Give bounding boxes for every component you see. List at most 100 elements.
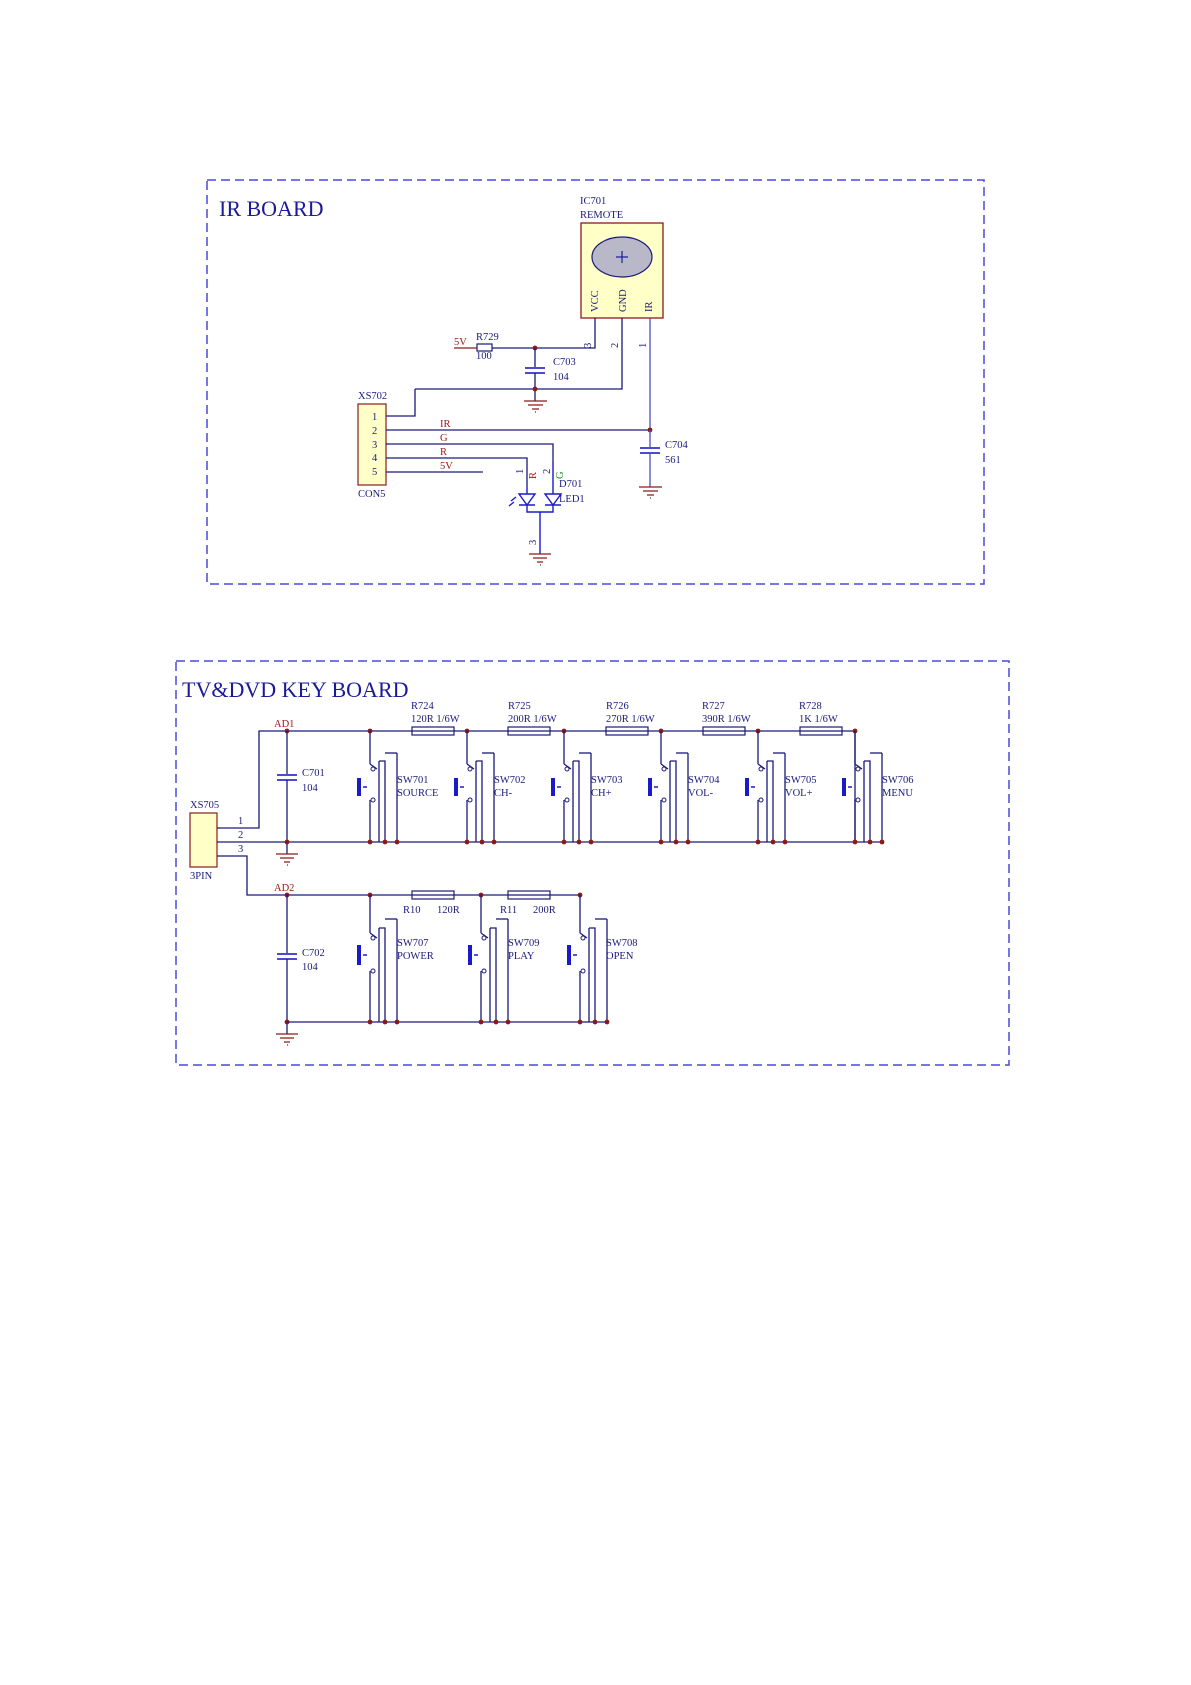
r724-ref: R724 bbox=[411, 701, 435, 712]
c702-value: 104 bbox=[302, 962, 319, 973]
wire-ic-gnd bbox=[415, 318, 623, 390]
r726-ref: R726 bbox=[606, 701, 629, 712]
d701-ref: D701 bbox=[559, 479, 582, 490]
ic701-pin1-number: 1 bbox=[638, 343, 649, 348]
ic701-value: REMOTE bbox=[580, 210, 623, 221]
sw706-label: MENU bbox=[882, 788, 913, 799]
net-ir-label: IR bbox=[440, 419, 451, 430]
ic701-pin-ir: IR bbox=[644, 302, 655, 313]
xs705-connector bbox=[189, 812, 218, 868]
c703-ref: C703 bbox=[553, 357, 576, 368]
xs702-pin5: 5 bbox=[372, 467, 377, 478]
led-red-icon bbox=[517, 487, 537, 507]
switch-sw708: SW708 OPEN bbox=[566, 891, 638, 1026]
sw702-label: CH- bbox=[494, 788, 513, 799]
sw705-label: VOL+ bbox=[785, 788, 813, 799]
sw706-ref: SW706 bbox=[882, 775, 914, 786]
sw709-label: PLAY bbox=[508, 951, 535, 962]
c701-value: 104 bbox=[302, 783, 319, 794]
switch-sw706: SW706 MENU bbox=[841, 727, 914, 846]
sw701-label: SOURCE bbox=[397, 788, 438, 799]
r729-value: 100 bbox=[476, 351, 492, 362]
c701-ref: C701 bbox=[302, 768, 325, 779]
r11-value: 200R bbox=[533, 905, 556, 916]
switch-sw705: SW705 VOL+ bbox=[744, 727, 817, 846]
r724-value: 120R 1/6W bbox=[411, 714, 460, 725]
wire-net-r bbox=[386, 457, 528, 487]
ic701-remote-receiver: IC701 REMOTE VCC GND IR 3 2 1 bbox=[580, 196, 664, 348]
net-g-label: G bbox=[440, 433, 448, 444]
ground-icon bbox=[529, 553, 551, 566]
wire-xs705-pin3 bbox=[217, 855, 287, 896]
ic701-pin-vcc: VCC bbox=[590, 290, 601, 312]
switch-sw701: SW701 SOURCE bbox=[356, 727, 438, 846]
r726-resistor bbox=[605, 726, 649, 736]
sw703-ref: SW703 bbox=[591, 775, 623, 786]
key-board-title: TV&DVD KEY BOARD bbox=[182, 677, 409, 702]
net-r-label: R bbox=[440, 447, 447, 458]
d701-red-label: R bbox=[528, 472, 539, 479]
r11-resistor bbox=[507, 890, 551, 900]
ir-board-frame bbox=[206, 179, 985, 585]
ic701-pin3-number: 3 bbox=[583, 343, 594, 348]
c703-value: 104 bbox=[553, 372, 570, 383]
r727-resistor bbox=[702, 726, 746, 736]
key-board: TV&DVD KEY BOARD XS705 3PIN 1 2 3 AD1 C7… bbox=[175, 660, 1010, 1066]
c704-ref: C704 bbox=[665, 440, 689, 451]
xs705-ref: XS705 bbox=[190, 800, 219, 811]
r725-value: 200R 1/6W bbox=[508, 714, 557, 725]
r728-ref: R728 bbox=[799, 701, 822, 712]
switch-sw703: SW703 CH+ bbox=[550, 727, 623, 846]
switch-sw707: SW707 POWER bbox=[356, 891, 434, 1026]
supply-5v-label: 5V bbox=[454, 337, 467, 348]
sw703-label: CH+ bbox=[591, 788, 612, 799]
d701-green-label: G bbox=[555, 471, 566, 479]
d701-pin1-number: 1 bbox=[515, 469, 526, 474]
r10-value: 120R bbox=[437, 905, 460, 916]
xs702-pin1: 1 bbox=[372, 412, 377, 423]
c702-ref: C702 bbox=[302, 948, 325, 959]
d701-pin2-number: 2 bbox=[542, 469, 553, 474]
xs702-pin3: 3 bbox=[372, 440, 377, 451]
sw701-ref: SW701 bbox=[397, 775, 429, 786]
ad1-label: AD1 bbox=[274, 719, 294, 730]
r724-resistor bbox=[411, 726, 455, 736]
xs702-pin2: 2 bbox=[372, 426, 377, 437]
wire-ic-vcc bbox=[535, 318, 596, 349]
d701-value: LED1 bbox=[559, 494, 585, 505]
r729-resistor bbox=[476, 343, 493, 352]
net-5v-label: 5V bbox=[440, 461, 453, 472]
ad2-label: AD2 bbox=[274, 883, 294, 894]
xs702-value: CON5 bbox=[358, 489, 385, 500]
ground-icon bbox=[276, 853, 298, 866]
d701-dual-led: 1 R 2 G D701 LED1 3 bbox=[508, 462, 585, 554]
r726-value: 270R 1/6W bbox=[606, 714, 655, 725]
sw704-label: VOL- bbox=[688, 788, 714, 799]
r10-resistor bbox=[411, 890, 455, 900]
xs705-pin3: 3 bbox=[238, 844, 243, 855]
row1-resistor-chain: R724 120R 1/6W R725 200R 1/6W R726 270R … bbox=[411, 701, 843, 736]
r11-ref: R11 bbox=[500, 905, 517, 916]
c704-value: 561 bbox=[665, 455, 681, 466]
ic701-pin-gnd: GND bbox=[618, 289, 629, 312]
wire-xs702-pin1-gnd bbox=[386, 389, 416, 417]
ir-board: IR BOARD IC701 REMOTE VCC GND IR 3 2 1 5… bbox=[206, 179, 985, 585]
xs705-pin1: 1 bbox=[238, 816, 243, 827]
ground-icon bbox=[524, 400, 547, 413]
r725-ref: R725 bbox=[508, 701, 531, 712]
key-board-frame bbox=[175, 660, 1010, 1066]
xs705-pin2: 2 bbox=[238, 830, 243, 841]
r727-ref: R727 bbox=[702, 701, 725, 712]
xs702-ref: XS702 bbox=[358, 391, 387, 402]
sw705-ref: SW705 bbox=[785, 775, 817, 786]
r725-resistor bbox=[507, 726, 551, 736]
wire-ad1-bus bbox=[287, 730, 856, 842]
sw709-ref: SW709 bbox=[508, 938, 540, 949]
r10-ref: R10 bbox=[403, 905, 421, 916]
wire-net-g bbox=[386, 443, 554, 462]
ground-icon bbox=[639, 486, 662, 499]
d701-pin3-number: 3 bbox=[528, 540, 539, 545]
ground-icon bbox=[276, 1033, 298, 1046]
wire-xs705-pin1 bbox=[217, 730, 287, 829]
